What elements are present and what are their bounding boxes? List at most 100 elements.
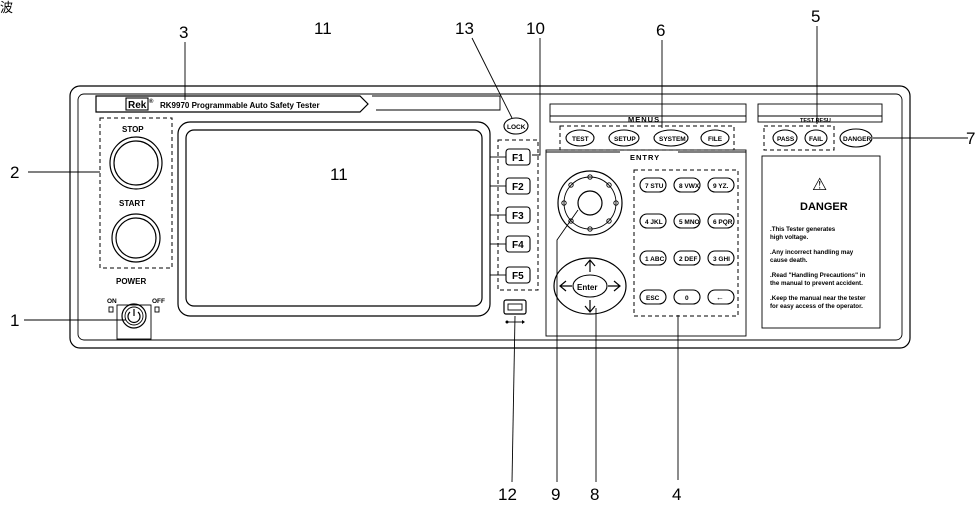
stop-button[interactable] [109, 136, 163, 190]
svg-text:7 STU: 7 STU [645, 183, 664, 190]
svg-text:.Any incorrect handling may: .Any incorrect handling may [770, 249, 854, 256]
key-5[interactable]: 5 MNO [673, 213, 701, 229]
f3-key[interactable]: F3 [490, 206, 531, 224]
key-6[interactable]: 6 PQR [707, 213, 735, 229]
f4-key[interactable]: F4 [490, 235, 531, 253]
callout-6: 6 [656, 21, 665, 40]
key-7[interactable]: 7 STU [639, 177, 667, 193]
model-title: RK9970 Programmable Auto Safety Tester [160, 101, 320, 110]
key-3[interactable]: 3 GHI [707, 250, 735, 266]
svg-text:F4: F4 [512, 240, 524, 251]
svg-text:DANGER: DANGER [843, 136, 871, 143]
usb-port[interactable] [503, 299, 527, 315]
callout-11: 11 [314, 19, 332, 38]
menu-test-button[interactable]: TEST [565, 129, 595, 147]
f5-key[interactable]: F5 [490, 266, 531, 284]
test-result-header: TEST RESU [800, 118, 831, 124]
lock-button[interactable]: LOCK [503, 117, 529, 135]
svg-text:4 JKL: 4 JKL [645, 219, 663, 226]
svg-text:PASS: PASS [777, 136, 795, 143]
svg-text:SETUP: SETUP [614, 136, 636, 143]
svg-text:←: ← [716, 293, 724, 302]
svg-text:0: 0 [685, 295, 689, 302]
svg-text:F3: F3 [512, 211, 524, 222]
callout-3: 3 [179, 23, 188, 42]
svg-text:FILE: FILE [708, 136, 723, 143]
enter-button[interactable]: Enter [572, 274, 608, 298]
svg-text:8 VWX: 8 VWX [679, 183, 700, 190]
menu-setup-button[interactable]: SETUP [608, 129, 640, 147]
key-1[interactable]: 1 ABC [639, 250, 667, 266]
menu-file-button[interactable]: FILE [700, 129, 730, 147]
key-2[interactable]: 2 DEF [673, 250, 701, 266]
key-9[interactable]: 9 YZ. [707, 177, 735, 193]
svg-text:high voltage.: high voltage. [770, 234, 808, 241]
key-0[interactable]: 0 [673, 289, 701, 305]
down-arrow-icon[interactable] [584, 300, 596, 313]
pass-indicator: PASS [772, 129, 798, 147]
svg-text:3 GHI: 3 GHI [713, 256, 730, 263]
svg-text:F1: F1 [512, 153, 524, 164]
screen-label-11: 11 [330, 165, 348, 184]
svg-text:5 MNO: 5 MNO [679, 219, 700, 226]
callout-7: 7 [966, 129, 975, 148]
key-4[interactable]: 4 JKL [639, 213, 667, 229]
svg-text:for easy access of the operato: for easy access of the operator. [770, 303, 863, 310]
right-arrow-icon[interactable] [608, 280, 621, 292]
callout-1: 1 [10, 311, 19, 330]
svg-text:TEST: TEST [572, 136, 589, 143]
test-result-panel: TEST RESU PASS FAIL DANGER [757, 103, 883, 151]
svg-text:6 PQR: 6 PQR [713, 219, 733, 226]
numeric-keypad: 7 STU 8 VWX 9 YZ. 4 JKL 5 MNO 6 PQR 1 AB… [639, 177, 735, 305]
callout-10: 10 [526, 19, 545, 38]
callout-2: 2 [10, 163, 19, 182]
key-8[interactable]: 8 VWX [673, 177, 701, 193]
callout-9: 9 [551, 485, 560, 504]
svg-text:the manual to prevent accident: the manual to prevent accident. [770, 280, 863, 287]
up-arrow-icon[interactable] [584, 259, 596, 272]
title-bar: Rek ® RK9970 Programmable Auto Safety Te… [95, 95, 501, 113]
menu-system-button[interactable]: SYSTEM [653, 129, 689, 147]
f1-key[interactable]: F1 [490, 148, 531, 166]
corner-mark: 波 [0, 0, 13, 15]
power-label: POWER [116, 277, 146, 286]
warning-triangle-icon: ⚠ [812, 175, 827, 194]
danger-indicator: DANGER [839, 128, 873, 148]
on-indicator-icon [108, 306, 114, 313]
svg-text:.This Tester generates: .This Tester generates [770, 226, 836, 233]
rotary-knob[interactable] [557, 170, 623, 236]
chassis [69, 85, 911, 349]
power-switch[interactable] [121, 303, 147, 329]
svg-text:cause death.: cause death. [770, 257, 808, 264]
svg-text:SYSTEM: SYSTEM [659, 136, 686, 143]
danger-title: DANGER [800, 201, 848, 213]
function-keys: F1 F2 F3 F4 F5 [490, 148, 531, 284]
start-label: START [119, 199, 145, 208]
callout-4: 4 [672, 485, 681, 504]
callout-12: 12 [498, 485, 517, 504]
menus-panel: MENUS TEST SETUP SYSTEM FILE [549, 103, 747, 151]
entry-panel: ENTRY [545, 149, 747, 337]
svg-text:9 YZ.: 9 YZ. [713, 183, 729, 190]
start-button[interactable] [111, 213, 161, 263]
entry-header: ENTRY [630, 153, 660, 162]
callout-8: 8 [590, 485, 599, 504]
test-result-group-box [763, 125, 835, 151]
svg-text:.Keep the manual near the test: .Keep the manual near the tester [770, 295, 866, 302]
left-arrow-icon[interactable] [559, 280, 572, 292]
stop-label: STOP [122, 125, 144, 134]
f2-key[interactable]: F2 [490, 177, 531, 195]
key-backspace[interactable]: ← [707, 289, 735, 305]
brand-logo-mark: ® [149, 98, 154, 105]
callout-5: 5 [811, 7, 820, 26]
off-indicator-icon [154, 306, 160, 313]
brand-logo: Rek [128, 100, 147, 111]
key-esc[interactable]: ESC [639, 289, 667, 305]
brand-logo-box [125, 97, 149, 111]
svg-text:Enter: Enter [577, 283, 597, 292]
callout-lines [24, 26, 968, 483]
menus-group-box [559, 125, 735, 151]
lock-label: LOCK [507, 124, 526, 131]
